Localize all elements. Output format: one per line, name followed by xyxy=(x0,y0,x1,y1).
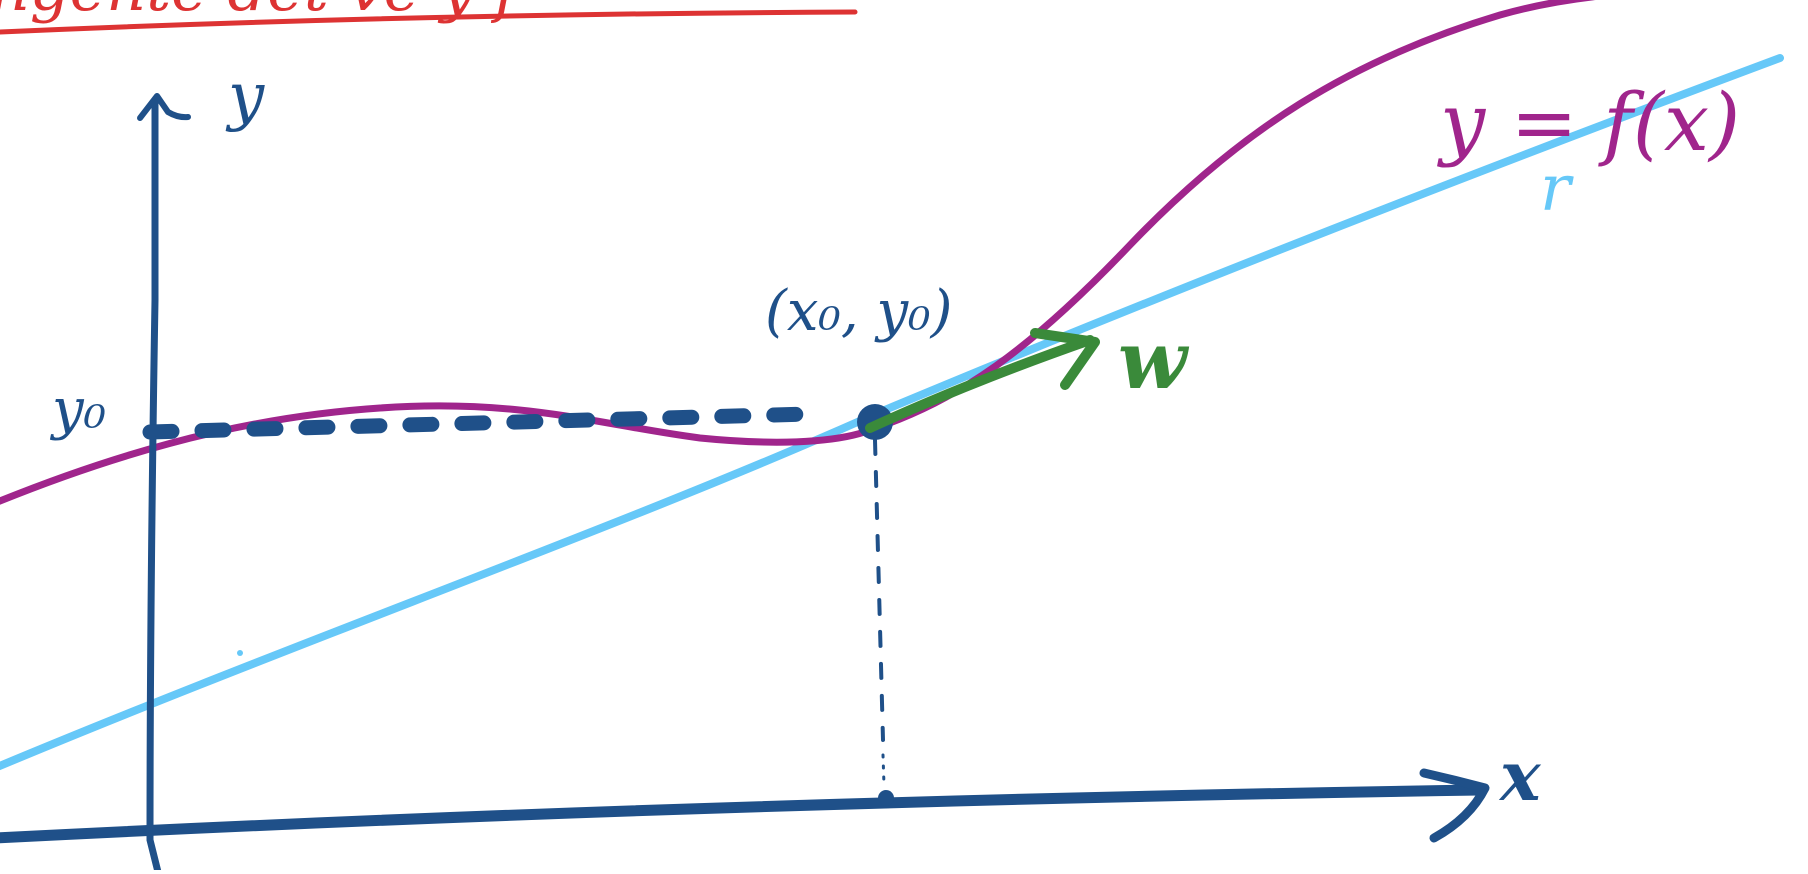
tangent-label: r xyxy=(1540,152,1574,226)
header-underline xyxy=(0,9,858,35)
arrow-up-icon xyxy=(137,93,191,121)
y0-guide-dashes xyxy=(142,406,818,440)
y-axis xyxy=(137,93,191,874)
y0-label: y₀ xyxy=(49,377,106,442)
arrow-head-icon xyxy=(1030,328,1100,390)
x-axis xyxy=(0,768,1490,844)
curve-label: y = f(x) xyxy=(1437,76,1740,169)
x0-label: x₀ xyxy=(872,856,911,870)
header-title: ngente det ve y f xyxy=(0,0,858,35)
arrow-right-icon xyxy=(1419,768,1490,843)
x0-guide-dots xyxy=(881,753,886,787)
vector-w xyxy=(865,328,1100,433)
x-axis-label: x xyxy=(1498,737,1542,817)
point-label: (x₀, y₀) xyxy=(765,279,952,344)
vector-label: w xyxy=(1118,313,1190,407)
x0-tick xyxy=(878,790,894,806)
x0-guide-dashes xyxy=(873,438,885,742)
tangent-dot xyxy=(237,650,243,656)
y-axis-label: y xyxy=(225,60,265,134)
